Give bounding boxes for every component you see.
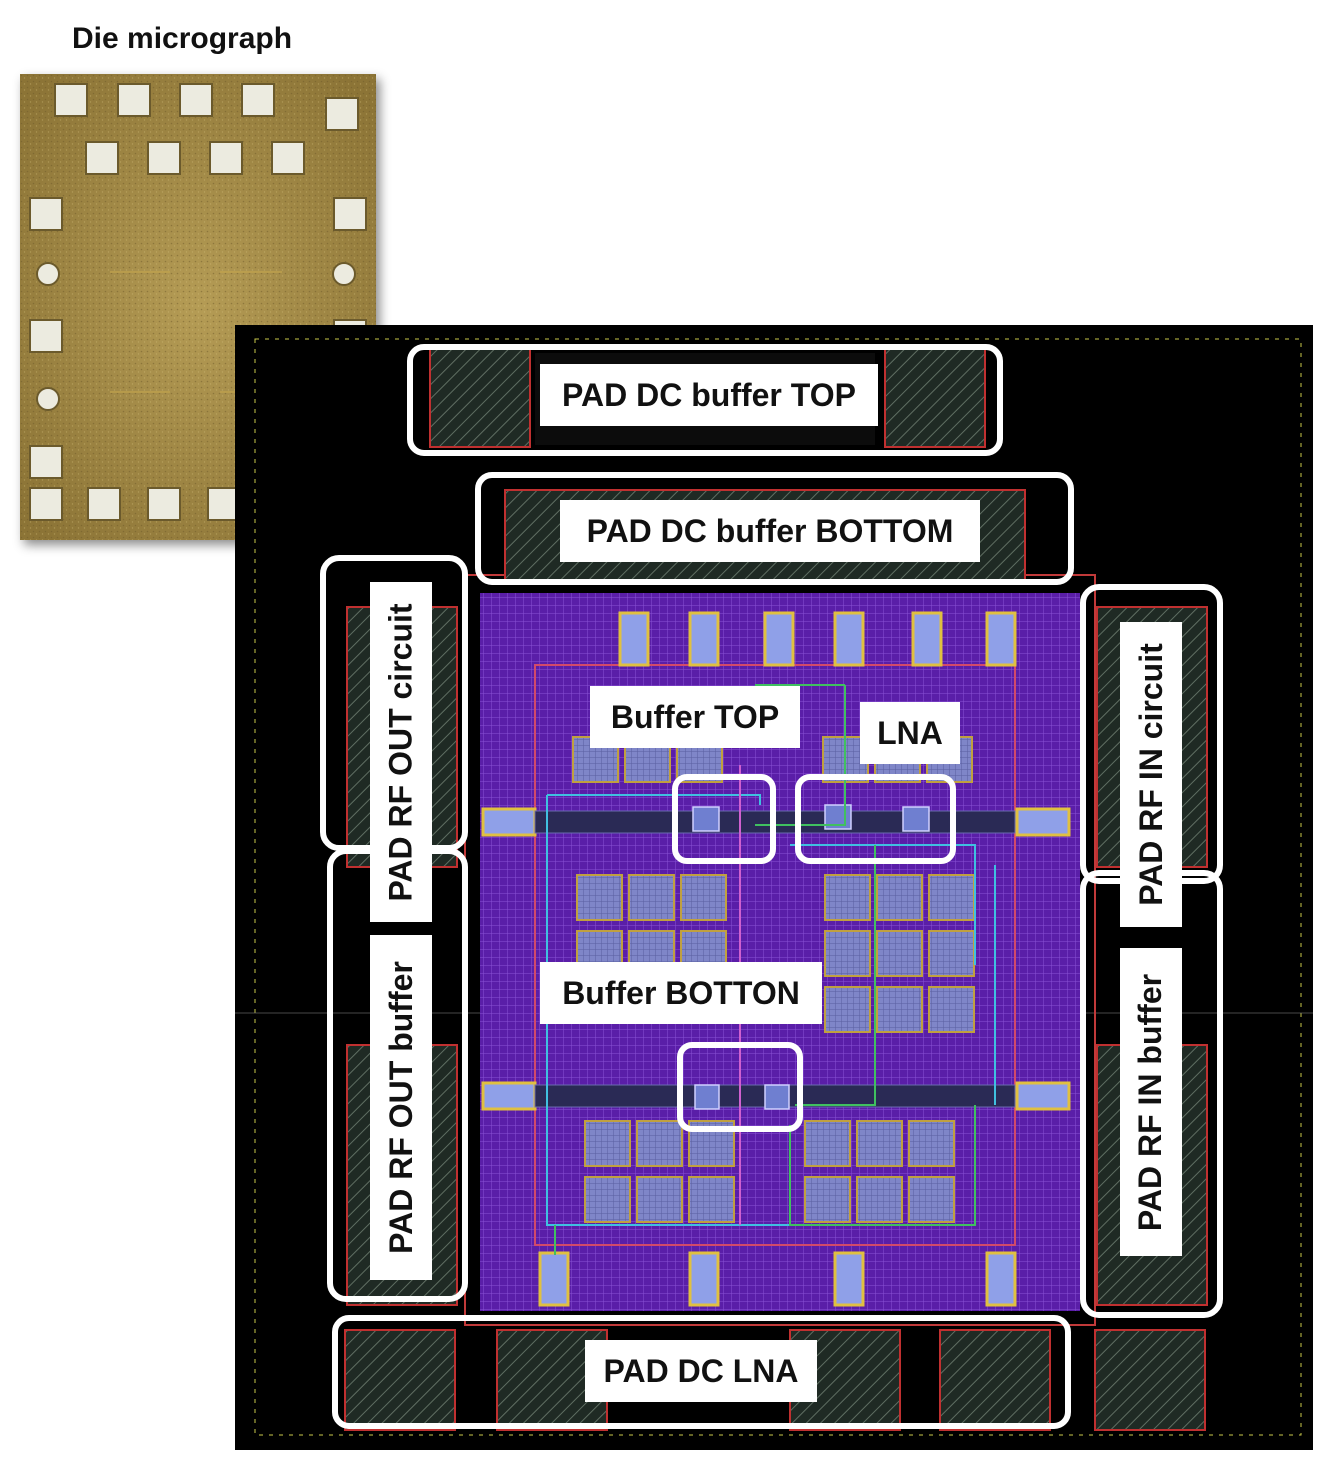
label-buffer-top: Buffer TOP bbox=[590, 686, 800, 748]
label-lna: LNA bbox=[860, 702, 960, 764]
transistor-cells bbox=[692, 804, 930, 1110]
label-pad-dc-buffer-bottom: PAD DC buffer BOTTOM bbox=[560, 500, 980, 562]
label-pad-dc-buffer-top: PAD DC buffer TOP bbox=[540, 364, 878, 426]
label-pad-rf-in-buffer: PAD RF IN buffer bbox=[1120, 948, 1182, 1256]
label-pad-dc-lna: PAD DC LNA bbox=[585, 1340, 817, 1402]
label-buffer-botton: Buffer BOTTON bbox=[540, 962, 822, 1024]
die-micrograph-image bbox=[20, 74, 376, 540]
micrograph-title: Die micrograph bbox=[72, 22, 293, 55]
routing bbox=[546, 684, 996, 1255]
label-pad-rf-out-circuit: PAD RF OUT circuit bbox=[370, 582, 432, 922]
label-pad-rf-in-circuit: PAD RF IN circuit bbox=[1120, 622, 1182, 927]
via-blocks bbox=[481, 611, 1071, 1307]
label-pad-rf-out-buffer: PAD RF OUT buffer bbox=[370, 935, 432, 1280]
